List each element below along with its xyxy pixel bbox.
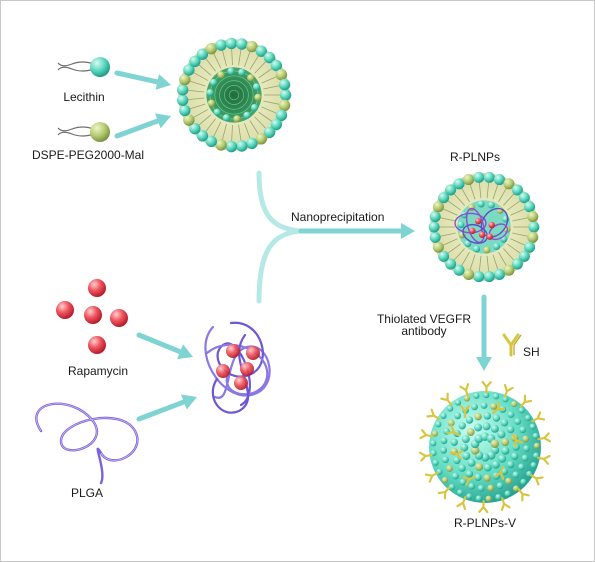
lipid-shell-nanoparticle: [176, 37, 292, 153]
arrow-plga: [136, 394, 197, 422]
nanoprecipitation-label: Nanoprecipitation: [291, 210, 385, 224]
rapamycin-molecules: [56, 279, 128, 354]
arrow-dspe: [114, 113, 171, 139]
antibody-icon: [502, 333, 522, 357]
sh-group-label: SH: [523, 345, 540, 359]
r-plnps-v-nanoparticle: [419, 380, 551, 514]
arrow-nanoprecipitation: [298, 223, 415, 239]
lipid-molecules: [57, 57, 110, 142]
antibody-label-line1: Thiolated VEGFR: [376, 312, 472, 326]
plga-label: PLGA: [70, 486, 104, 500]
r-plnps-v-label: R-PLNPs-V: [453, 516, 517, 530]
rapamycin-label: Rapamycin: [67, 364, 129, 378]
plga-rapamycin-complex: [204, 321, 271, 414]
dspe-peg-label: DSPE-PEG2000-Mal: [31, 148, 145, 162]
antibody-label-line2: antibody: [401, 324, 447, 338]
merge-curve-bottom: [256, 228, 304, 304]
r-plnps-nanoparticle: [428, 171, 540, 283]
process-connectors: [114, 70, 492, 422]
r-plnps-label: R-PLNPs: [449, 150, 501, 164]
plga-polymer: [35, 402, 139, 485]
arrow-antibody-conjugation: [476, 294, 492, 371]
arrow-rapamycin: [136, 332, 193, 360]
arrow-lecithin: [114, 70, 171, 90]
lecithin-label: Lecithin: [63, 90, 105, 104]
